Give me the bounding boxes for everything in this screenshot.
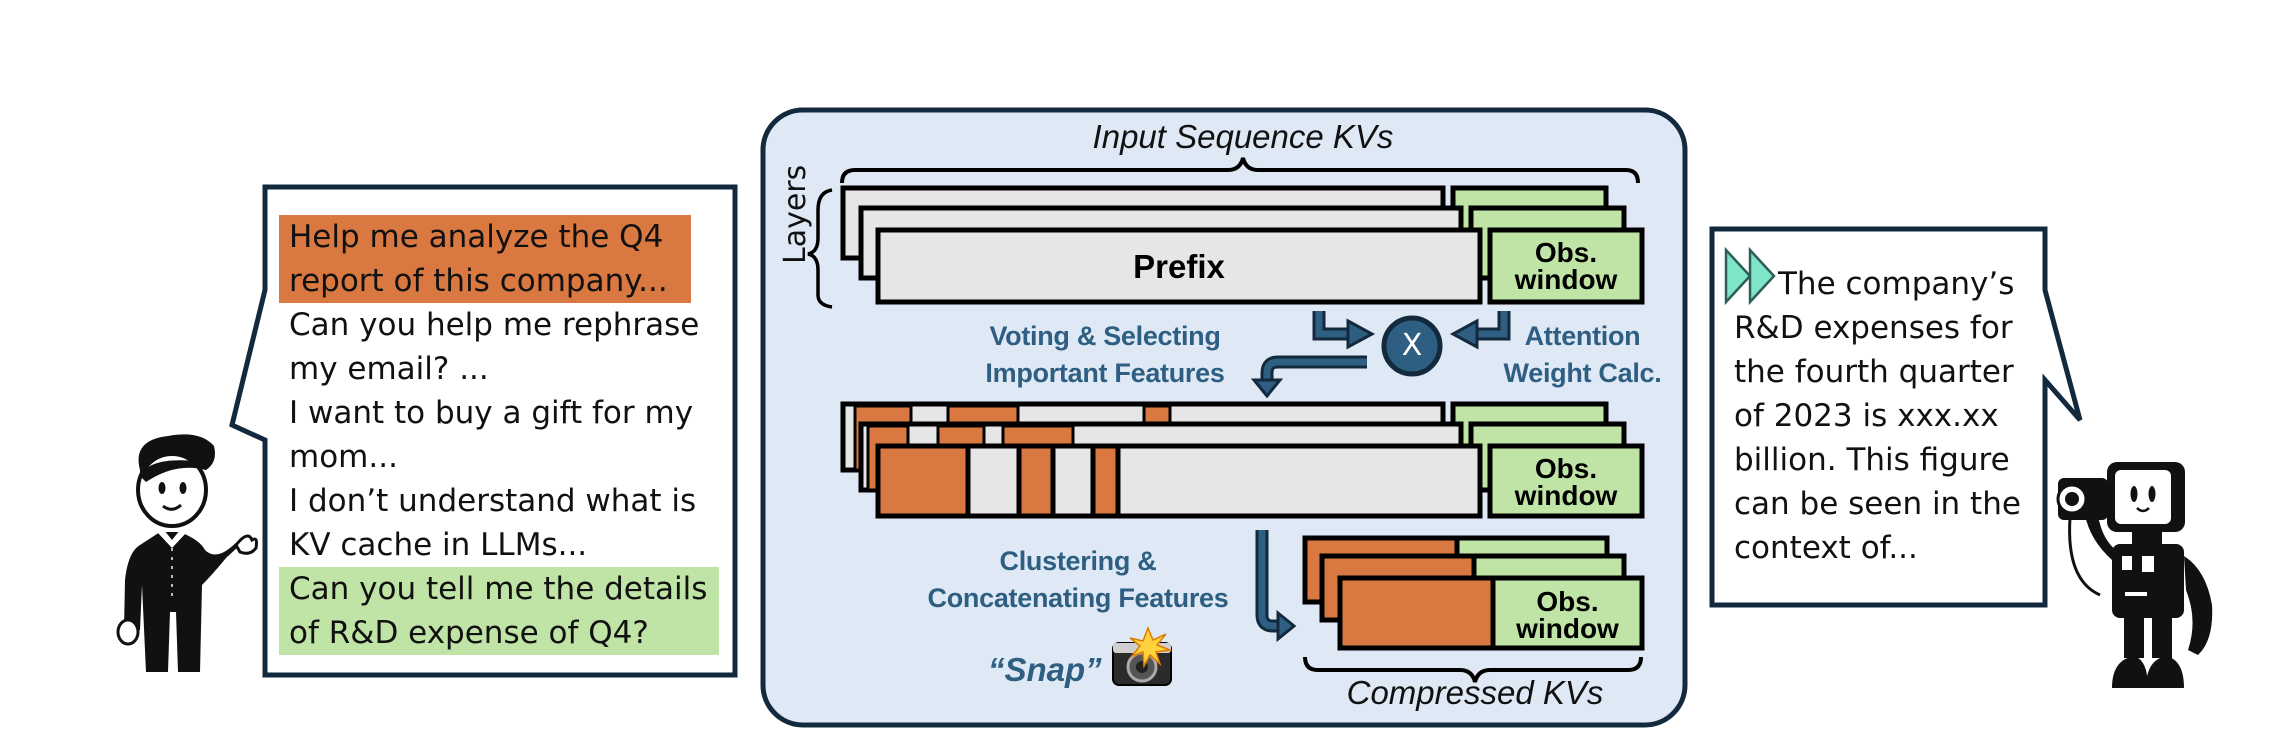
snap-label: “Snap”	[988, 651, 1102, 688]
user-message-rephrase: Can you help me rephrase my email? ...	[279, 303, 719, 391]
message-line: mom...	[289, 439, 398, 475]
multiply-node	[1381, 315, 1443, 377]
attention-line-1: Attention	[1524, 321, 1641, 351]
multiply-symbol: X	[1401, 328, 1423, 363]
response-line: context of...	[1734, 530, 1918, 566]
person-icon	[116, 434, 258, 672]
clustering-line-2: Concatenating Features	[927, 583, 1229, 613]
message-line: I don’t understand what is	[289, 483, 697, 519]
message-line: KV cache in LLMs...	[289, 527, 588, 563]
obs-line-1: Obs.	[1534, 237, 1598, 268]
user-message-highlighted-analysis: Help me analyze the Q4 report of this co…	[279, 215, 691, 303]
message-line: of R&D expense of Q4?	[289, 615, 649, 651]
response-line: of 2023 is xxx.xx	[1734, 398, 1999, 434]
prefix-label: Prefix	[1133, 248, 1225, 285]
user-message-list: Help me analyze the Q4 report of this co…	[279, 215, 719, 655]
layers-label: Layers	[778, 164, 813, 264]
layers-brace	[807, 188, 833, 309]
message-line: Can you help me rephrase	[289, 307, 700, 343]
voting-line-1: Voting & Selecting	[989, 321, 1221, 351]
user-message-highlighted-query: Can you tell me the details of R&D expen…	[279, 567, 719, 655]
prefix-block	[875, 227, 1483, 305]
message-line: Can you tell me the details	[289, 571, 708, 607]
compress-arrow	[1255, 530, 1297, 643]
attention-weight-label: Attention Weight Calc.	[1485, 318, 1680, 392]
obs-line-2: window	[1514, 264, 1618, 295]
input-brace	[840, 157, 1640, 184]
voting-line-2: Important Features	[985, 358, 1225, 388]
assistant-response: The company’s R&D expenses for the fourt…	[1724, 262, 2044, 570]
response-line: billion. This figure	[1734, 442, 2010, 478]
fast-forward-icon	[1724, 246, 1776, 306]
compressed-brace	[1303, 656, 1643, 683]
clustering-label: Clustering & Concatenating Features	[908, 543, 1248, 617]
voting-selecting-label: Voting & Selecting Important Features	[960, 318, 1250, 392]
input-kv-stack	[840, 185, 1645, 305]
message-line: report of this company...	[289, 263, 668, 299]
response-line: R&D expenses for	[1734, 310, 2013, 346]
obs-window-label-top: Obs. window	[1490, 237, 1642, 295]
response-line: The company’s	[1778, 266, 2015, 302]
user-speech-bubble	[229, 184, 738, 678]
attention-line-2: Weight Calc.	[1503, 358, 1662, 388]
user-message-kv-cache: I don’t understand what is KV cache in L…	[279, 479, 719, 567]
compressed-kvs-label: Compressed KVs	[1346, 674, 1604, 711]
obs-window-label-middle: Obs. window	[1490, 453, 1642, 511]
obs-line-2: window	[1516, 613, 1619, 644]
attention-flow-arrows	[1250, 311, 1511, 399]
message-line: Help me analyze the Q4	[289, 219, 664, 255]
message-line: my email? ...	[289, 351, 489, 387]
clustering-line-1: Clustering &	[999, 546, 1157, 576]
obs-window-block	[1487, 227, 1645, 305]
response-line: can be seen in the	[1734, 486, 2021, 522]
input-sequence-label: Input Sequence KVs	[1092, 118, 1394, 155]
camera-flash-icon	[1112, 625, 1173, 686]
message-line: I want to buy a gift for my	[289, 395, 694, 431]
assistant-speech-bubble	[1709, 226, 2083, 608]
selected-kv-stack	[840, 401, 1645, 519]
robot-with-camera-icon	[2056, 462, 2213, 688]
user-message-gift: I want to buy a gift for my mom...	[279, 391, 719, 479]
compressed-kv-stack	[1302, 535, 1645, 651]
obs-line-1: Obs.	[1534, 453, 1598, 484]
response-line: the fourth quarter	[1734, 354, 2014, 390]
obs-window-label-compressed: Obs. window	[1493, 586, 1642, 644]
obs-line-2: window	[1514, 480, 1618, 511]
obs-line-1: Obs.	[1536, 586, 1599, 617]
